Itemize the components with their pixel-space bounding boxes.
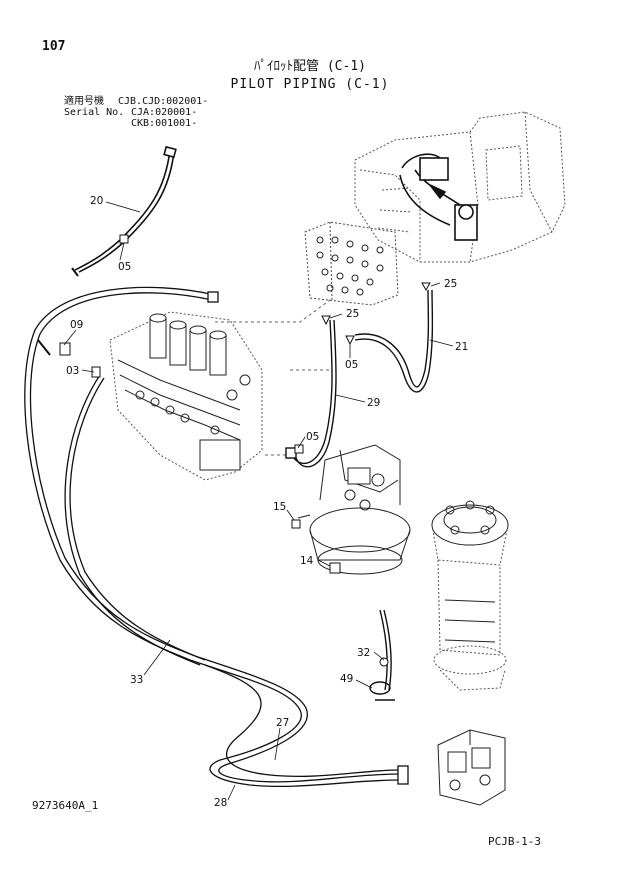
callout-03: 03 <box>66 365 80 377</box>
hose-20 <box>71 145 177 277</box>
serial-label: Serial No. <box>64 107 125 118</box>
hose-27-28 <box>189 655 409 788</box>
callout-49: 49 <box>340 673 354 685</box>
serial-range-3: CKB:001001- <box>131 118 198 129</box>
machine-body-outline <box>354 111 566 263</box>
page-title-japanese: ﾊﾟｲﾛｯﾄ配管 (C-1) <box>254 59 366 74</box>
callout-20: 20 <box>90 195 104 207</box>
page-number: 107 <box>42 39 66 54</box>
callout-27: 27 <box>276 717 290 729</box>
callout-29: 29 <box>367 397 381 409</box>
callout-25: 25 <box>444 278 458 290</box>
serial-range-2: CJA:020001- <box>131 107 198 118</box>
callout-15: 15 <box>273 501 287 513</box>
callout-05: 05 <box>306 431 320 443</box>
reference-dashed-line <box>215 299 331 323</box>
hose-lower-swing <box>369 609 395 701</box>
travel-pilot-valve <box>437 729 506 806</box>
callout-05: 05 <box>118 261 132 273</box>
page-title: PILOT PIPING (C-1) <box>230 77 390 92</box>
callout-21: 21 <box>455 341 469 353</box>
hose-21 <box>354 289 434 393</box>
swing-device <box>431 500 509 691</box>
cab-pilot-lines <box>399 153 478 241</box>
control-valve <box>109 311 263 481</box>
callout-25: 25 <box>346 308 360 320</box>
callout-32: 32 <box>357 647 371 659</box>
pilot-valve-block <box>304 221 399 306</box>
callout-14: 14 <box>300 555 314 567</box>
serial-range-1: CJB.CJD:002001- <box>118 96 209 107</box>
callout-09: 09 <box>70 319 84 331</box>
callout-33: 33 <box>130 674 144 686</box>
callout-28: 28 <box>214 797 228 809</box>
serial-label-japanese: 適用号機 <box>64 96 104 107</box>
pilot-valve-ports <box>316 236 384 296</box>
hose-33 <box>24 286 219 666</box>
leader-lines <box>63 201 454 801</box>
fittings <box>59 234 431 667</box>
hose-29 <box>285 319 337 468</box>
page-code: PCJB-1-3 <box>488 835 541 848</box>
drawing-number: 9273640A_1 <box>32 799 99 812</box>
callout-05: 05 <box>345 359 359 371</box>
